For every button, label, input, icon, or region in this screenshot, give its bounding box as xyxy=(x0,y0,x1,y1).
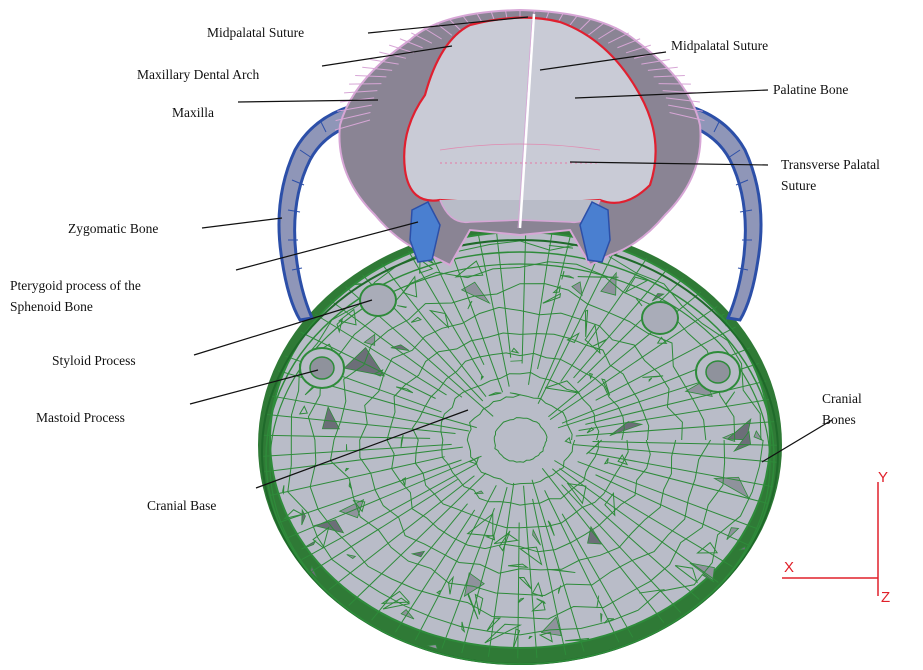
x-axis-label: X xyxy=(784,559,794,576)
label-zygomatic-bone: Zygomatic Bone xyxy=(68,221,158,236)
coordinate-axes: Y X Z xyxy=(782,469,890,606)
label-transverse-palatal-suture-2: Suture xyxy=(781,178,816,193)
label-cranial-base: Cranial Base xyxy=(147,498,216,513)
z-axis-label: Z xyxy=(881,589,890,606)
label-styloid-process: Styloid Process xyxy=(52,353,136,368)
label-palatine-bone: Palatine Bone xyxy=(773,82,848,97)
label-mastoid-process: Mastoid Process xyxy=(36,410,125,425)
label-cranial-bones-2: Bones xyxy=(822,412,856,427)
label-maxillary-dental-arch: Maxillary Dental Arch xyxy=(137,67,259,82)
label-cranial-bones-1: Cranial xyxy=(822,391,862,406)
label-midpalatal-suture-right: Midpalatal Suture xyxy=(671,38,768,53)
label-transverse-palatal-suture-1: Transverse Palatal xyxy=(781,157,880,172)
label-maxilla: Maxilla xyxy=(172,105,214,120)
label-pterygoid-2: Sphenoid Bone xyxy=(10,299,93,314)
label-midpalatal-suture-top: Midpalatal Suture xyxy=(207,25,304,40)
label-pterygoid-1: Pterygoid process of the xyxy=(10,278,141,293)
cranial-bones-mesh xyxy=(258,222,783,665)
y-axis-label: Y xyxy=(878,469,888,486)
